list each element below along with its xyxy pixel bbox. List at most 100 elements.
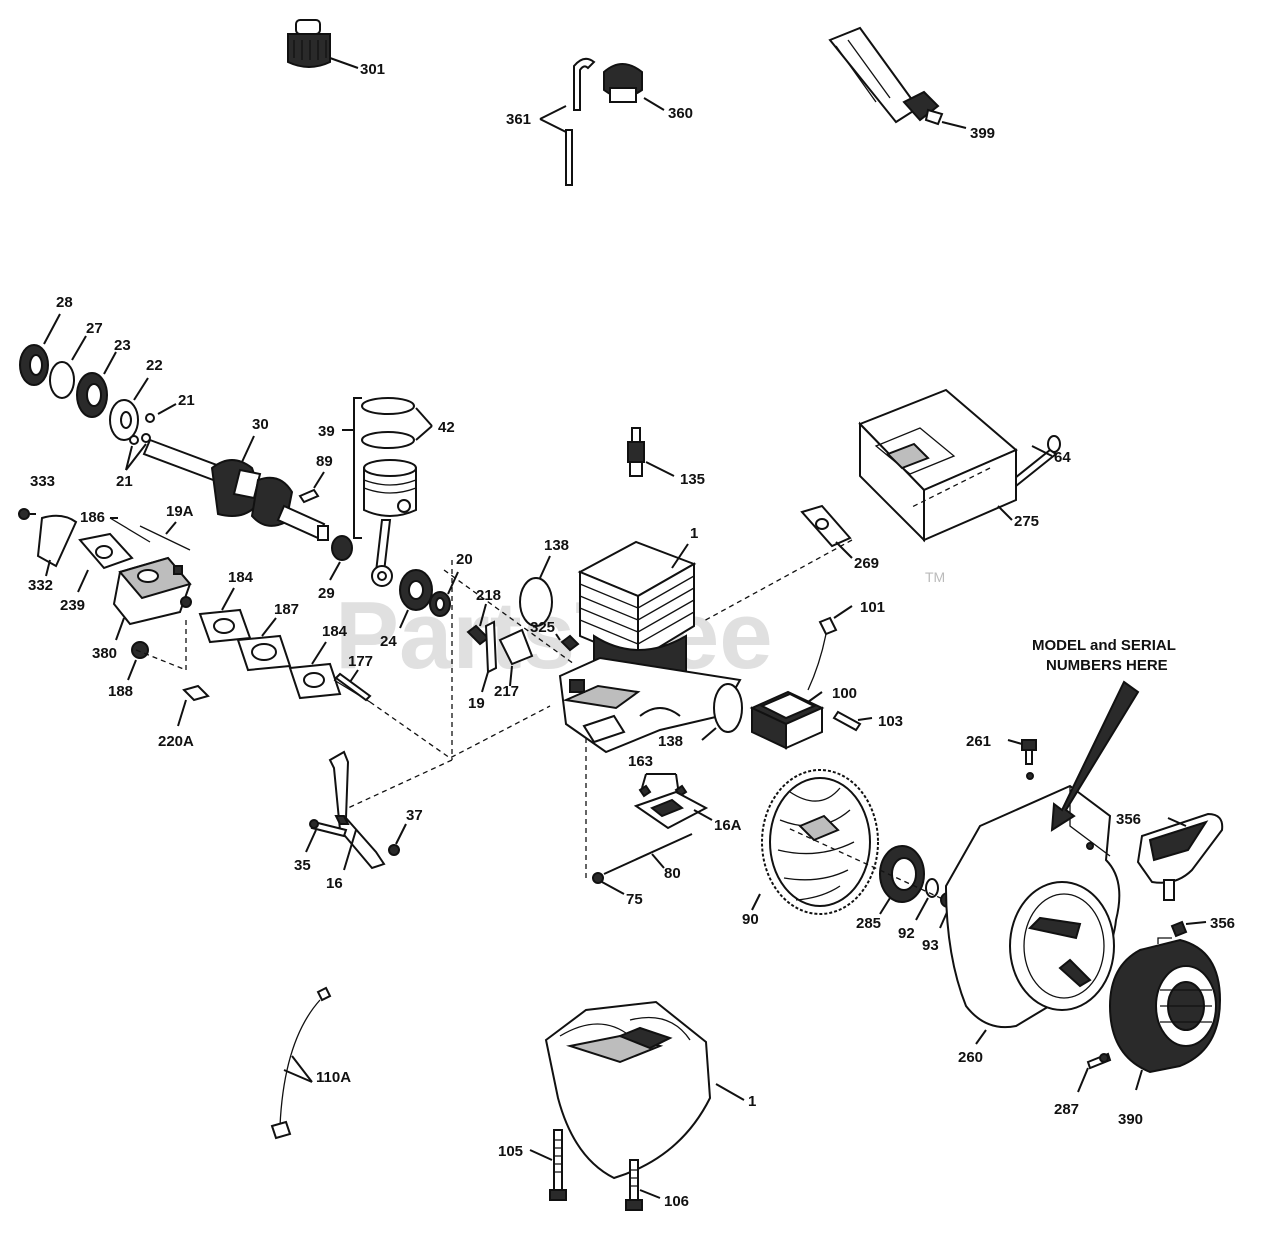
label-80[interactable]: 80	[664, 865, 681, 882]
part-100-ignition-module[interactable]	[749, 690, 825, 750]
label-75[interactable]: 75	[626, 891, 643, 908]
label-64[interactable]: 64	[1054, 449, 1071, 466]
part-188-nut[interactable]	[127, 641, 149, 681]
part-28-oil-seal[interactable]	[19, 313, 61, 386]
part-16-governor-arm[interactable]	[328, 750, 386, 871]
label-356-top[interactable]: 356	[1116, 811, 1141, 828]
label-100[interactable]: 100	[832, 685, 857, 702]
part-35-screw[interactable]	[305, 819, 348, 853]
label-19A[interactable]: 19A	[166, 503, 194, 520]
part-360-primer[interactable]	[603, 63, 665, 111]
part-103-screw[interactable]	[832, 710, 873, 732]
label-360[interactable]: 360	[668, 105, 693, 122]
label-1-top[interactable]: 1	[690, 525, 698, 542]
label-356-bottom[interactable]: 356	[1210, 915, 1235, 932]
part-356-starter-handle[interactable]	[1136, 812, 1224, 901]
part-24-bearing[interactable]	[399, 569, 433, 629]
label-361[interactable]: 361	[506, 111, 531, 128]
part-177-stud[interactable]	[333, 669, 372, 703]
label-218[interactable]: 218	[476, 587, 501, 604]
label-135[interactable]: 135	[680, 471, 705, 488]
label-333[interactable]: 333	[30, 473, 55, 490]
label-287[interactable]: 287	[1054, 1101, 1079, 1118]
part-29-needle-bearing[interactable]	[329, 535, 353, 581]
part-110A-ground-wire[interactable]	[270, 986, 332, 1140]
label-177[interactable]: 177	[348, 653, 373, 670]
label-42[interactable]: 42	[438, 419, 455, 436]
label-24[interactable]: 24	[380, 633, 397, 650]
label-332[interactable]: 332	[28, 577, 53, 594]
part-1-cylinder-block[interactable]	[558, 540, 742, 754]
part-1-crankcase-lower[interactable]	[544, 1000, 745, 1180]
label-260[interactable]: 260	[958, 1049, 983, 1066]
label-22[interactable]: 22	[146, 357, 163, 374]
part-361-fuel-line[interactable]	[539, 57, 596, 186]
part-106-bolt[interactable]	[625, 1159, 661, 1211]
label-39[interactable]: 39	[318, 423, 335, 440]
label-269[interactable]: 269	[854, 555, 879, 572]
part-325-screw[interactable]	[555, 633, 580, 652]
label-90[interactable]: 90	[742, 911, 759, 928]
part-217-clip[interactable]	[498, 628, 534, 687]
label-16[interactable]: 16	[326, 875, 343, 892]
label-220A[interactable]: 220A	[158, 733, 194, 750]
part-220A-fitting[interactable]	[177, 684, 210, 727]
label-1-bottom[interactable]: 1	[748, 1093, 756, 1110]
part-39-piston-assembly-bracket[interactable]	[342, 397, 362, 539]
part-184-gasket-b[interactable]	[288, 641, 342, 700]
part-301-primer-bulb[interactable]	[287, 19, 359, 69]
part-37-nut[interactable]	[388, 823, 407, 856]
part-269-gasket[interactable]	[800, 504, 853, 559]
label-103[interactable]: 103	[878, 713, 903, 730]
part-16A-bracket[interactable]	[633, 790, 713, 830]
part-138-ring-top[interactable]	[519, 555, 553, 627]
label-187[interactable]: 187	[274, 601, 299, 618]
label-390[interactable]: 390	[1118, 1111, 1143, 1128]
label-21-top[interactable]: 21	[178, 392, 195, 409]
part-333-screw[interactable]	[18, 508, 36, 520]
part-80-rod[interactable]	[603, 833, 693, 875]
part-138-ring-bottom[interactable]	[701, 683, 743, 741]
label-105[interactable]: 105	[498, 1143, 523, 1160]
part-287-screw[interactable]	[1077, 1052, 1112, 1093]
part-19A-wire[interactable]	[139, 521, 191, 551]
label-29[interactable]: 29	[318, 585, 335, 602]
label-399[interactable]: 399	[970, 125, 995, 142]
part-390-recoil-starter[interactable]	[1108, 938, 1222, 1091]
part-21-ball-bottom[interactable]	[125, 433, 151, 471]
label-101[interactable]: 101	[860, 599, 885, 616]
label-16A[interactable]: 16A	[714, 817, 742, 834]
part-22-retainer[interactable]	[109, 377, 149, 441]
part-105-bolt[interactable]	[529, 1129, 567, 1201]
label-188[interactable]: 188	[108, 683, 133, 700]
part-23-bearing[interactable]	[76, 351, 117, 418]
part-285-cup[interactable]	[879, 845, 925, 915]
label-325[interactable]: 325	[530, 619, 555, 636]
part-261-screw[interactable]	[1007, 739, 1037, 765]
part-380-carburetor[interactable]	[112, 556, 192, 641]
part-399-grease-tube[interactable]	[828, 26, 967, 129]
label-23[interactable]: 23	[114, 337, 131, 354]
label-92[interactable]: 92	[898, 925, 915, 942]
label-20[interactable]: 20	[456, 551, 473, 568]
label-380[interactable]: 380	[92, 645, 117, 662]
part-187-spacer[interactable]	[236, 617, 292, 672]
label-21-bottom[interactable]: 21	[116, 473, 133, 490]
label-89[interactable]: 89	[316, 453, 333, 470]
label-163[interactable]: 163	[628, 753, 653, 770]
part-21-ball-top[interactable]	[145, 403, 177, 423]
part-75-clip[interactable]	[592, 872, 625, 895]
label-110A[interactable]: 110A	[316, 1069, 351, 1086]
label-138-bottom[interactable]: 138	[658, 733, 683, 750]
label-261[interactable]: 261	[966, 733, 991, 750]
part-163-screws[interactable]	[638, 773, 688, 798]
label-275[interactable]: 275	[1014, 513, 1039, 530]
label-30[interactable]: 30	[252, 416, 269, 433]
label-106[interactable]: 106	[664, 1193, 689, 1210]
label-184-b[interactable]: 184	[322, 623, 348, 640]
label-186[interactable]: 186	[80, 509, 105, 526]
part-90-flywheel[interactable]	[751, 769, 879, 915]
label-285[interactable]: 285	[856, 915, 881, 932]
part-19-bracket[interactable]	[481, 620, 498, 693]
label-37[interactable]: 37	[406, 807, 423, 824]
